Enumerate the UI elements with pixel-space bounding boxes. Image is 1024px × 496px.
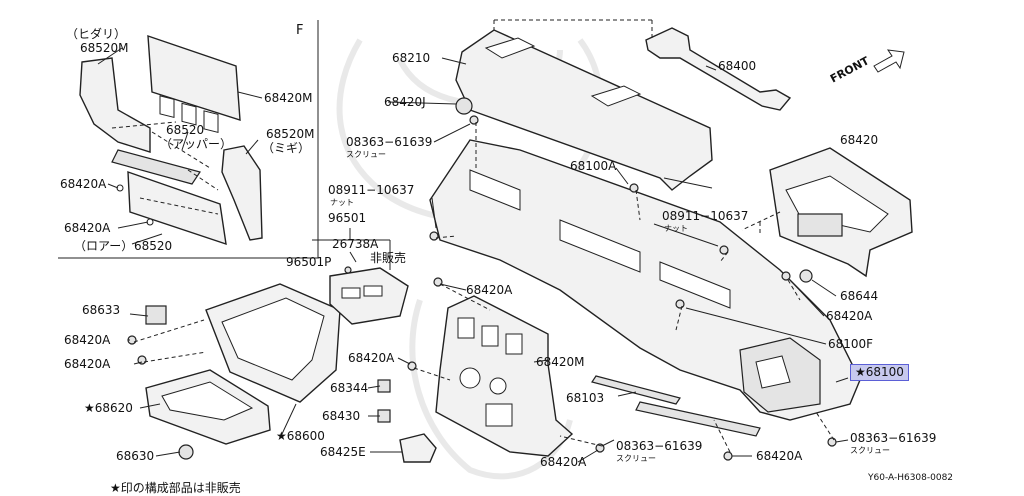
label-68100a: 68100A — [570, 159, 617, 173]
label-migi: （ミギ） — [262, 141, 311, 155]
label-68420a-inset-2: 68420A — [64, 221, 111, 235]
part-68400-bar — [645, 27, 792, 111]
label-68644: 68644 — [840, 289, 879, 303]
label-68630: 68630 — [116, 449, 155, 463]
label-68425e: 68425E — [320, 445, 366, 459]
part-68420j-cap — [455, 97, 473, 115]
label-26738a: 26738A — [332, 237, 379, 251]
label-upper: （アッパー） — [160, 137, 233, 151]
part-68520m-left-panel — [79, 57, 151, 153]
label-96501p: 96501P — [286, 255, 332, 269]
label-68420j: 68420J — [384, 95, 426, 109]
label-68420a-bottom-2: 68420A — [756, 449, 803, 463]
label-68420a-left-1: 68420A — [64, 333, 111, 347]
label-68210: 68210 — [392, 51, 431, 65]
label-08363-bottom-mid: 08363−61639 — [616, 439, 703, 453]
label-not-for-sale: 非販売 — [370, 251, 407, 265]
label-68430: 68430 — [322, 409, 361, 423]
part-68420m-inset-bezel — [147, 34, 241, 121]
label-68420m-main: 68420M — [536, 355, 585, 369]
label-68400: 68400 — [718, 59, 757, 73]
label-68420a-right: 68420A — [826, 309, 873, 323]
part-68644-clip — [799, 269, 813, 283]
part-68520m-right-panel — [221, 145, 263, 241]
part-68420m-center-bezel — [435, 295, 574, 457]
label-08911-right: 08911−10637 — [662, 209, 749, 223]
label-68100f: 68100F — [828, 337, 874, 351]
part-68520-lower — [127, 170, 227, 246]
label-68620: ★68620 — [84, 401, 133, 415]
label-68520m-right: 68520M — [266, 127, 315, 141]
drawing-code: Y60-A-H6308-0082 — [868, 473, 954, 483]
label-68520-lower: 68520 — [134, 239, 173, 253]
label-68420m-inset: 68420M — [264, 91, 313, 105]
label-68520m-left: 68520M — [80, 41, 129, 55]
label-screw-bottom-mid: スクリュー — [616, 454, 656, 463]
label-08363-bottom-right: 08363−61639 — [850, 431, 937, 445]
label-hidari: （ヒダリ） — [66, 27, 127, 41]
label-68420a-bottom-1: 68420A — [540, 455, 587, 469]
label-lower: （ロアー） — [74, 239, 134, 253]
label-nut-left: ナット — [330, 198, 354, 207]
label-68600: ★68600 — [276, 429, 325, 443]
label-68100-highlighted: ★68100 — [850, 364, 909, 381]
part-68210-upper-pad — [455, 29, 713, 191]
label-68420a-mid: 68420A — [466, 283, 513, 297]
inset-letter: F — [296, 23, 304, 38]
label-68344: 68344 — [330, 381, 369, 395]
label-screw-top: スクリュー — [346, 150, 386, 159]
label-68420a-left-2: 68420A — [64, 357, 111, 371]
part-68103-strip — [591, 375, 681, 405]
inset-frame — [58, 20, 319, 259]
front-arrow — [873, 49, 905, 73]
label-96501: 96501 — [328, 211, 367, 225]
label-68520-upper: 68520 — [166, 123, 205, 137]
label-68420a-inset-1: 68420A — [60, 177, 107, 191]
part-68425e-cover — [399, 433, 437, 463]
label-screw-bottom-right: スクリュー — [850, 446, 890, 455]
label-68420a-center: 68420A — [348, 351, 395, 365]
part-68633-latch — [145, 305, 167, 325]
label-nut-right: ナット — [664, 224, 688, 233]
label-08911-left: 08911−10637 — [328, 183, 415, 197]
label-08363-top: 08363−61639 — [346, 135, 433, 149]
label-68633: 68633 — [82, 303, 121, 317]
label-68103: 68103 — [566, 391, 605, 405]
footnote: ★印の構成部品は非販売 — [110, 481, 241, 495]
label-68420: 68420 — [840, 133, 879, 147]
part-68103-strip-lower — [635, 401, 761, 437]
part-68630-bumper — [178, 444, 194, 460]
part-68520-upper — [111, 149, 201, 185]
